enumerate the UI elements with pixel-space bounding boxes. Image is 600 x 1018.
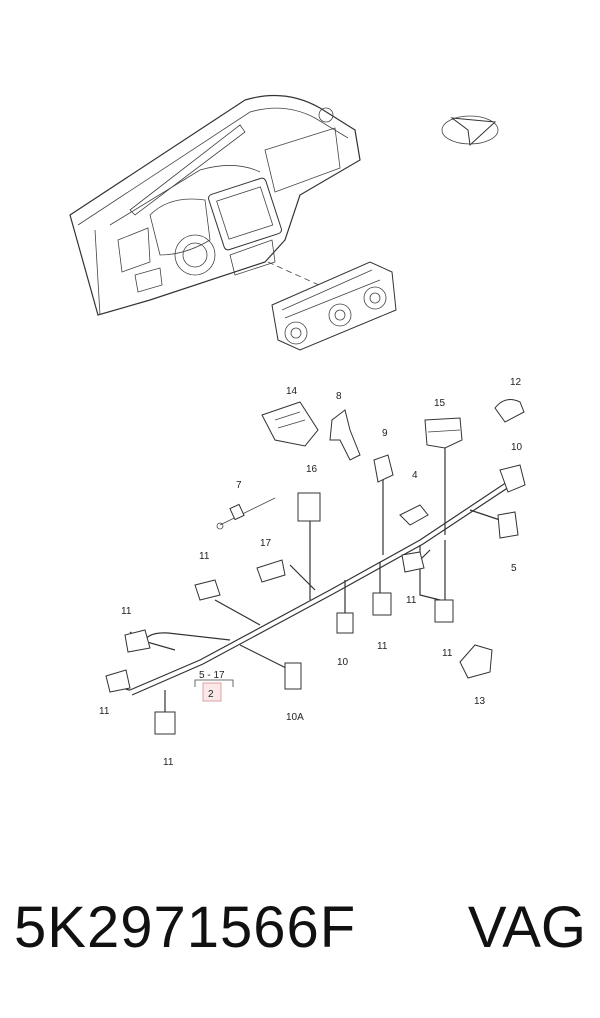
component-8 — [329, 409, 361, 461]
part-number: 5K2971566F — [14, 895, 357, 960]
callout-14: 14 — [286, 386, 298, 397]
callout-10-top: 10 — [511, 442, 523, 453]
connector-11-g — [401, 551, 425, 573]
connector-11-e — [372, 592, 392, 616]
component-13 — [459, 644, 493, 679]
component-10A — [284, 662, 302, 690]
component-15 — [424, 417, 463, 449]
connector-11-d — [154, 711, 176, 735]
component-4 — [399, 504, 429, 526]
callout-11-a: 11 — [199, 551, 210, 562]
callout-17: 17 — [260, 538, 272, 549]
callout-16: 16 — [306, 464, 318, 475]
callout-11-e: 11 — [406, 595, 417, 606]
reference-sub: 2 — [208, 689, 214, 700]
callout-12: 12 — [510, 377, 522, 388]
callout-11-c: 11 — [99, 706, 110, 717]
callout-10-mid: 10 — [337, 657, 349, 668]
reference-bracket — [194, 679, 234, 702]
callout-11-g: 11 — [442, 648, 453, 659]
callout-11-f: 11 — [377, 641, 388, 652]
callout-7: 7 — [236, 480, 242, 491]
component-17 — [256, 559, 286, 583]
callout-13: 13 — [474, 696, 486, 707]
direction-arrow-icon — [441, 115, 499, 147]
connector-11-f — [434, 599, 454, 623]
component-10-top — [499, 464, 526, 493]
component-12 — [494, 399, 525, 423]
callout-4: 4 — [412, 470, 418, 481]
component-10-mid — [336, 612, 354, 634]
harness-trunk — [117, 445, 513, 715]
component-7 — [216, 497, 276, 530]
component-16 — [297, 492, 321, 522]
callout-8: 8 — [336, 391, 342, 402]
reference-range: 5 - 17 — [199, 670, 225, 681]
callout-5: 5 — [511, 563, 517, 574]
component-14 — [261, 401, 319, 447]
connector-11-a — [194, 579, 221, 601]
callout-9: 9 — [382, 428, 388, 439]
dashboard-illustration — [69, 94, 397, 351]
connector-11-c — [105, 669, 131, 693]
component-9 — [373, 454, 394, 483]
component-5 — [497, 511, 519, 539]
callout-11-d: 11 — [163, 757, 174, 768]
callout-10A: 10A — [286, 712, 304, 723]
connector-11-b — [124, 629, 151, 653]
brand-label: VAG — [467, 895, 586, 960]
callout-15: 15 — [434, 398, 446, 409]
callout-11-b: 11 — [121, 606, 132, 617]
wiring-harness-diagram: 14 8 15 12 9 10 16 4 7 5 17 11 11 11 11 … — [69, 94, 526, 768]
